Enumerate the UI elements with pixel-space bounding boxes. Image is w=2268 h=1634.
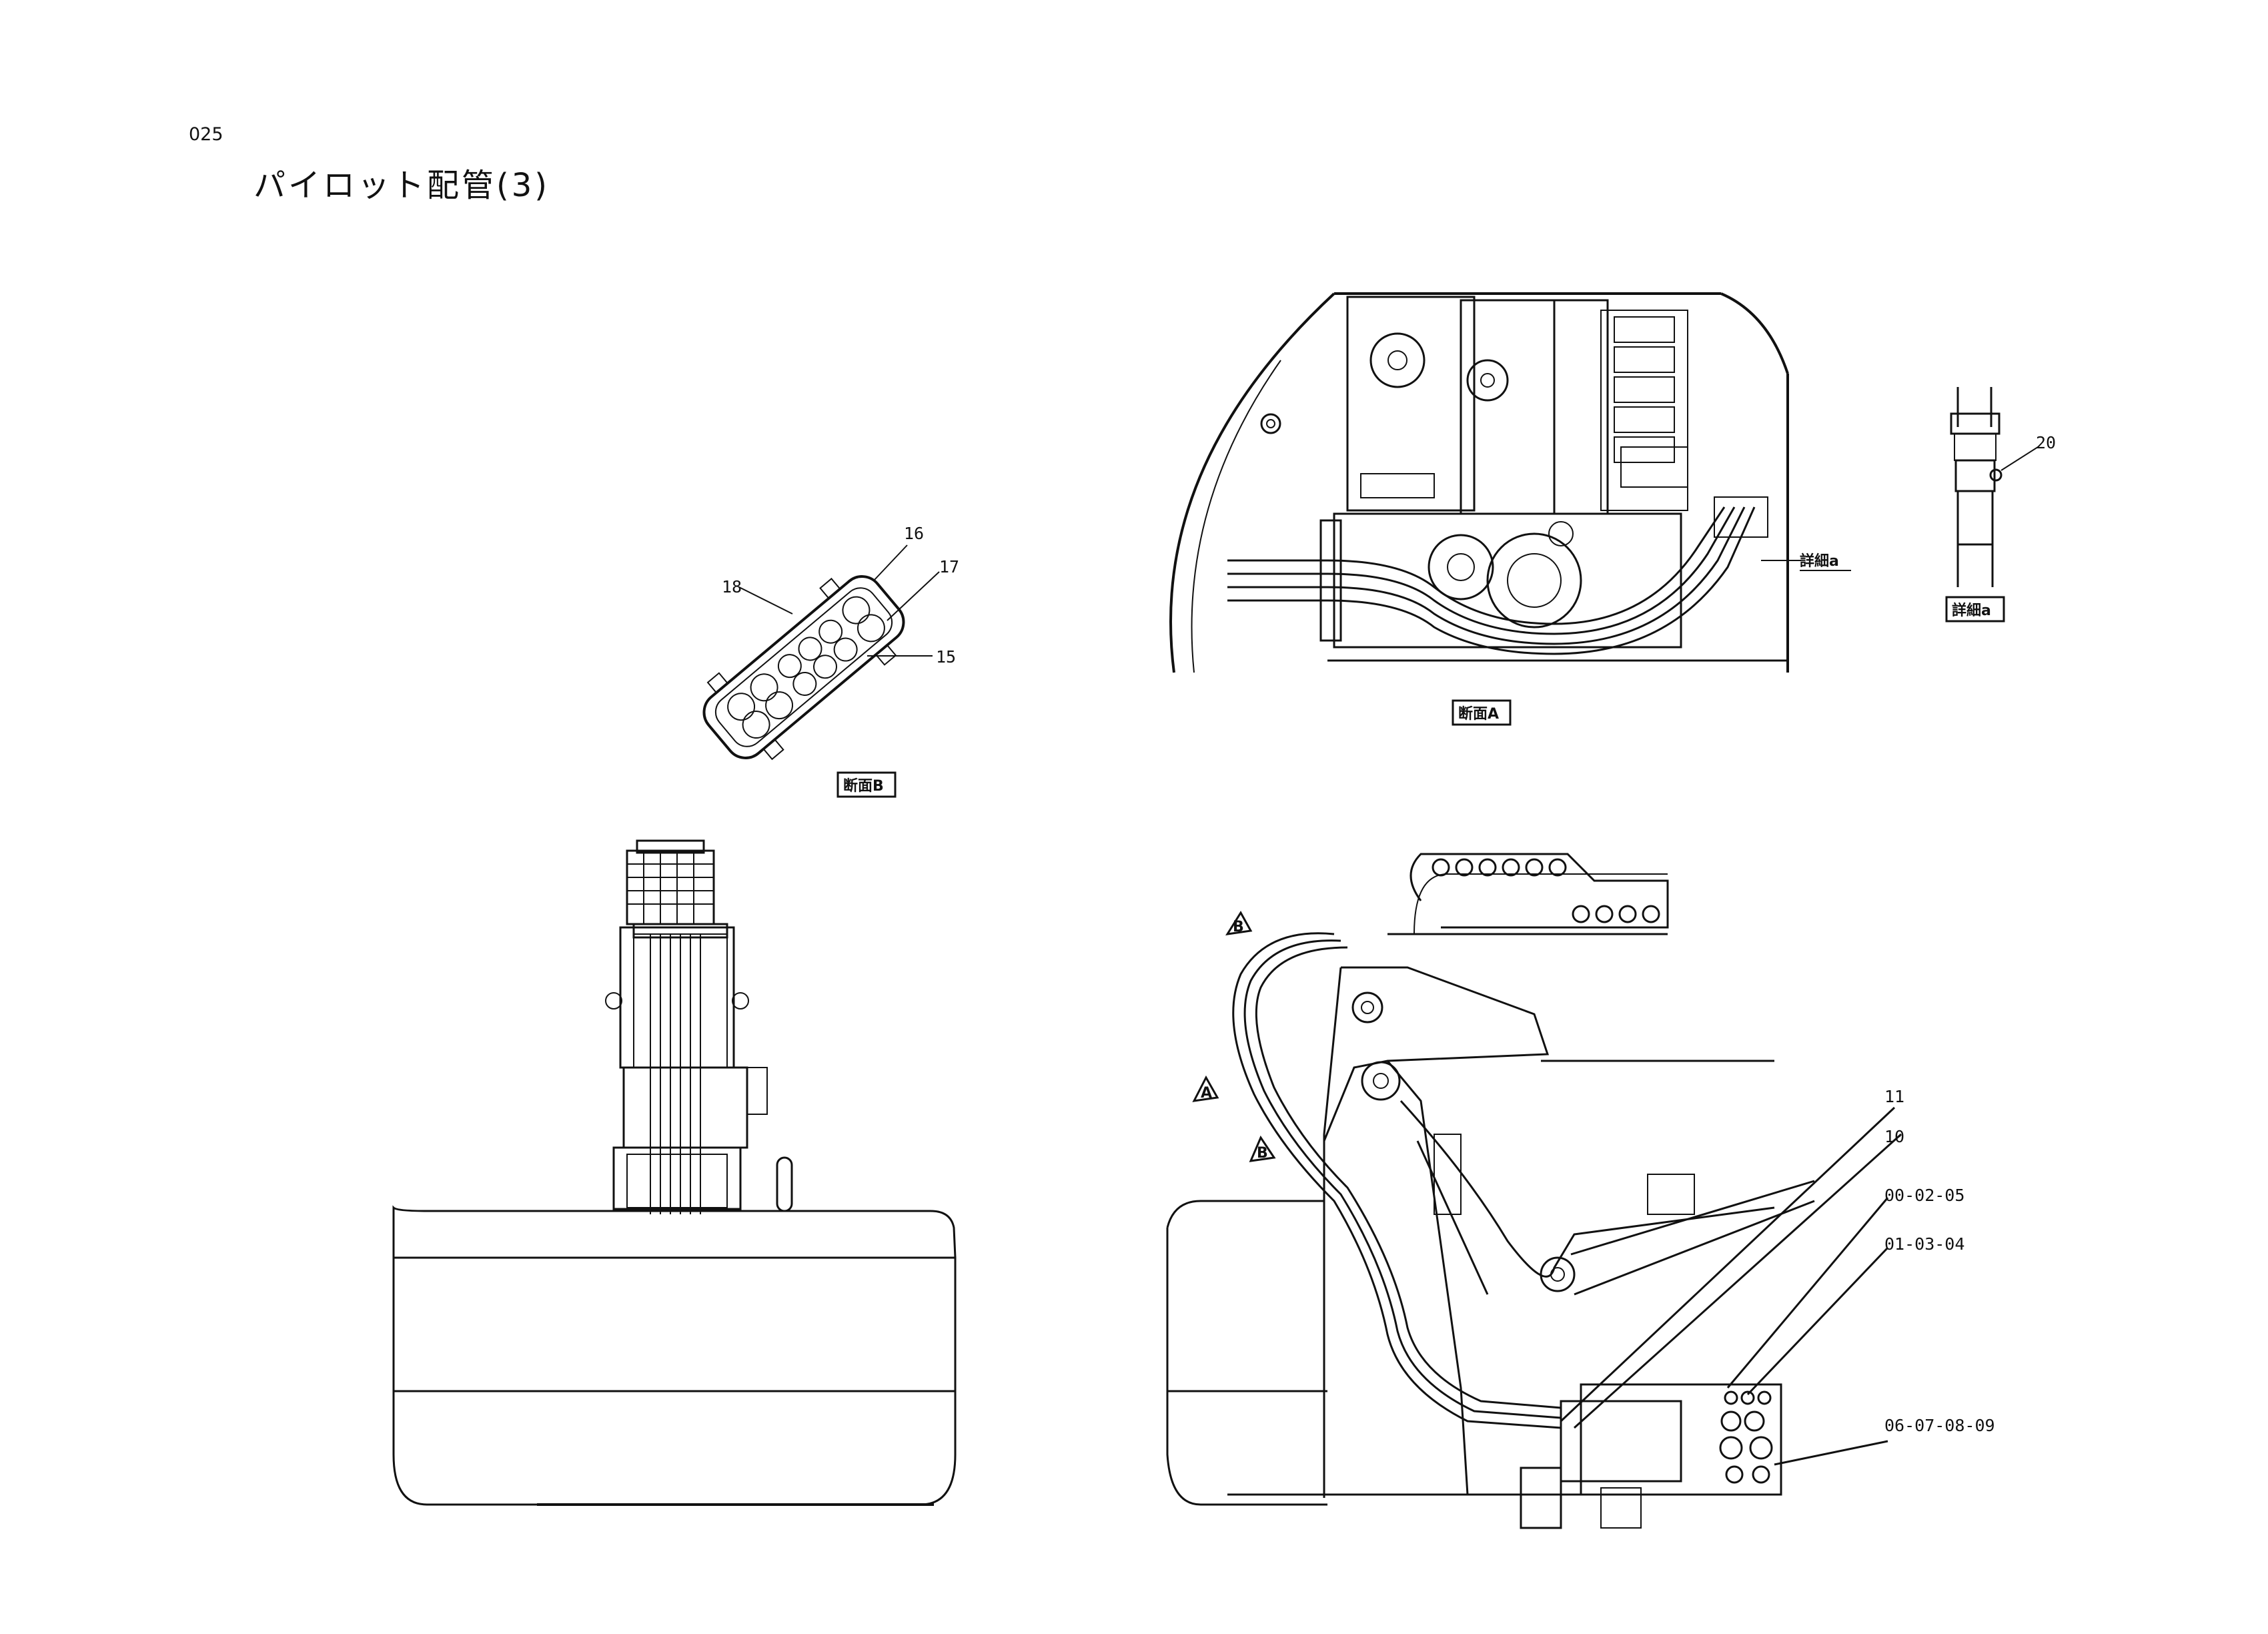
detail-a-label-box [1945,596,2005,623]
callout-11: 11 [1884,1087,1904,1106]
view-arrow-b-top: B [1233,919,1244,935]
section-a-label-box [1452,699,1512,726]
callout-00-02-05: 00-02-05 [1884,1186,1964,1205]
callout-20: 20 [2036,433,2056,452]
callout-18: 18 [722,577,742,596]
side-view: 11 10 00-02-05 01-03-04 06-07-08-09 B A … [1166,853,1995,1529]
section-a-view: 詳細a 断面A [1169,292,1851,726]
callout-17: 17 [939,557,959,576]
detail-a-label: 詳細a [1952,602,1991,619]
callout-10: 10 [1884,1127,1904,1146]
page-number: 025 [189,124,223,145]
callout-01-03-04: 01-03-04 [1884,1234,1964,1254]
detail-a-view: 20 詳細a [1945,387,2056,623]
detail-a-callout: 詳細a [1800,552,1839,570]
callout-06-07-08-09: 06-07-08-09 [1884,1416,1995,1435]
callout-15: 15 [936,647,956,667]
section-b-view: 18 16 17 15 断面B [702,524,959,798]
view-arrow-a: A [1201,1085,1212,1102]
view-arrow-b-bottom: B [1257,1145,1268,1162]
section-a-label: 断面A [1458,705,1499,723]
section-b-label-box [836,771,897,798]
page-title: パイロット配管(3) [253,167,550,204]
rear-view [392,839,957,1506]
section-b-label: 断面B [843,777,884,795]
callout-16: 16 [904,524,924,543]
